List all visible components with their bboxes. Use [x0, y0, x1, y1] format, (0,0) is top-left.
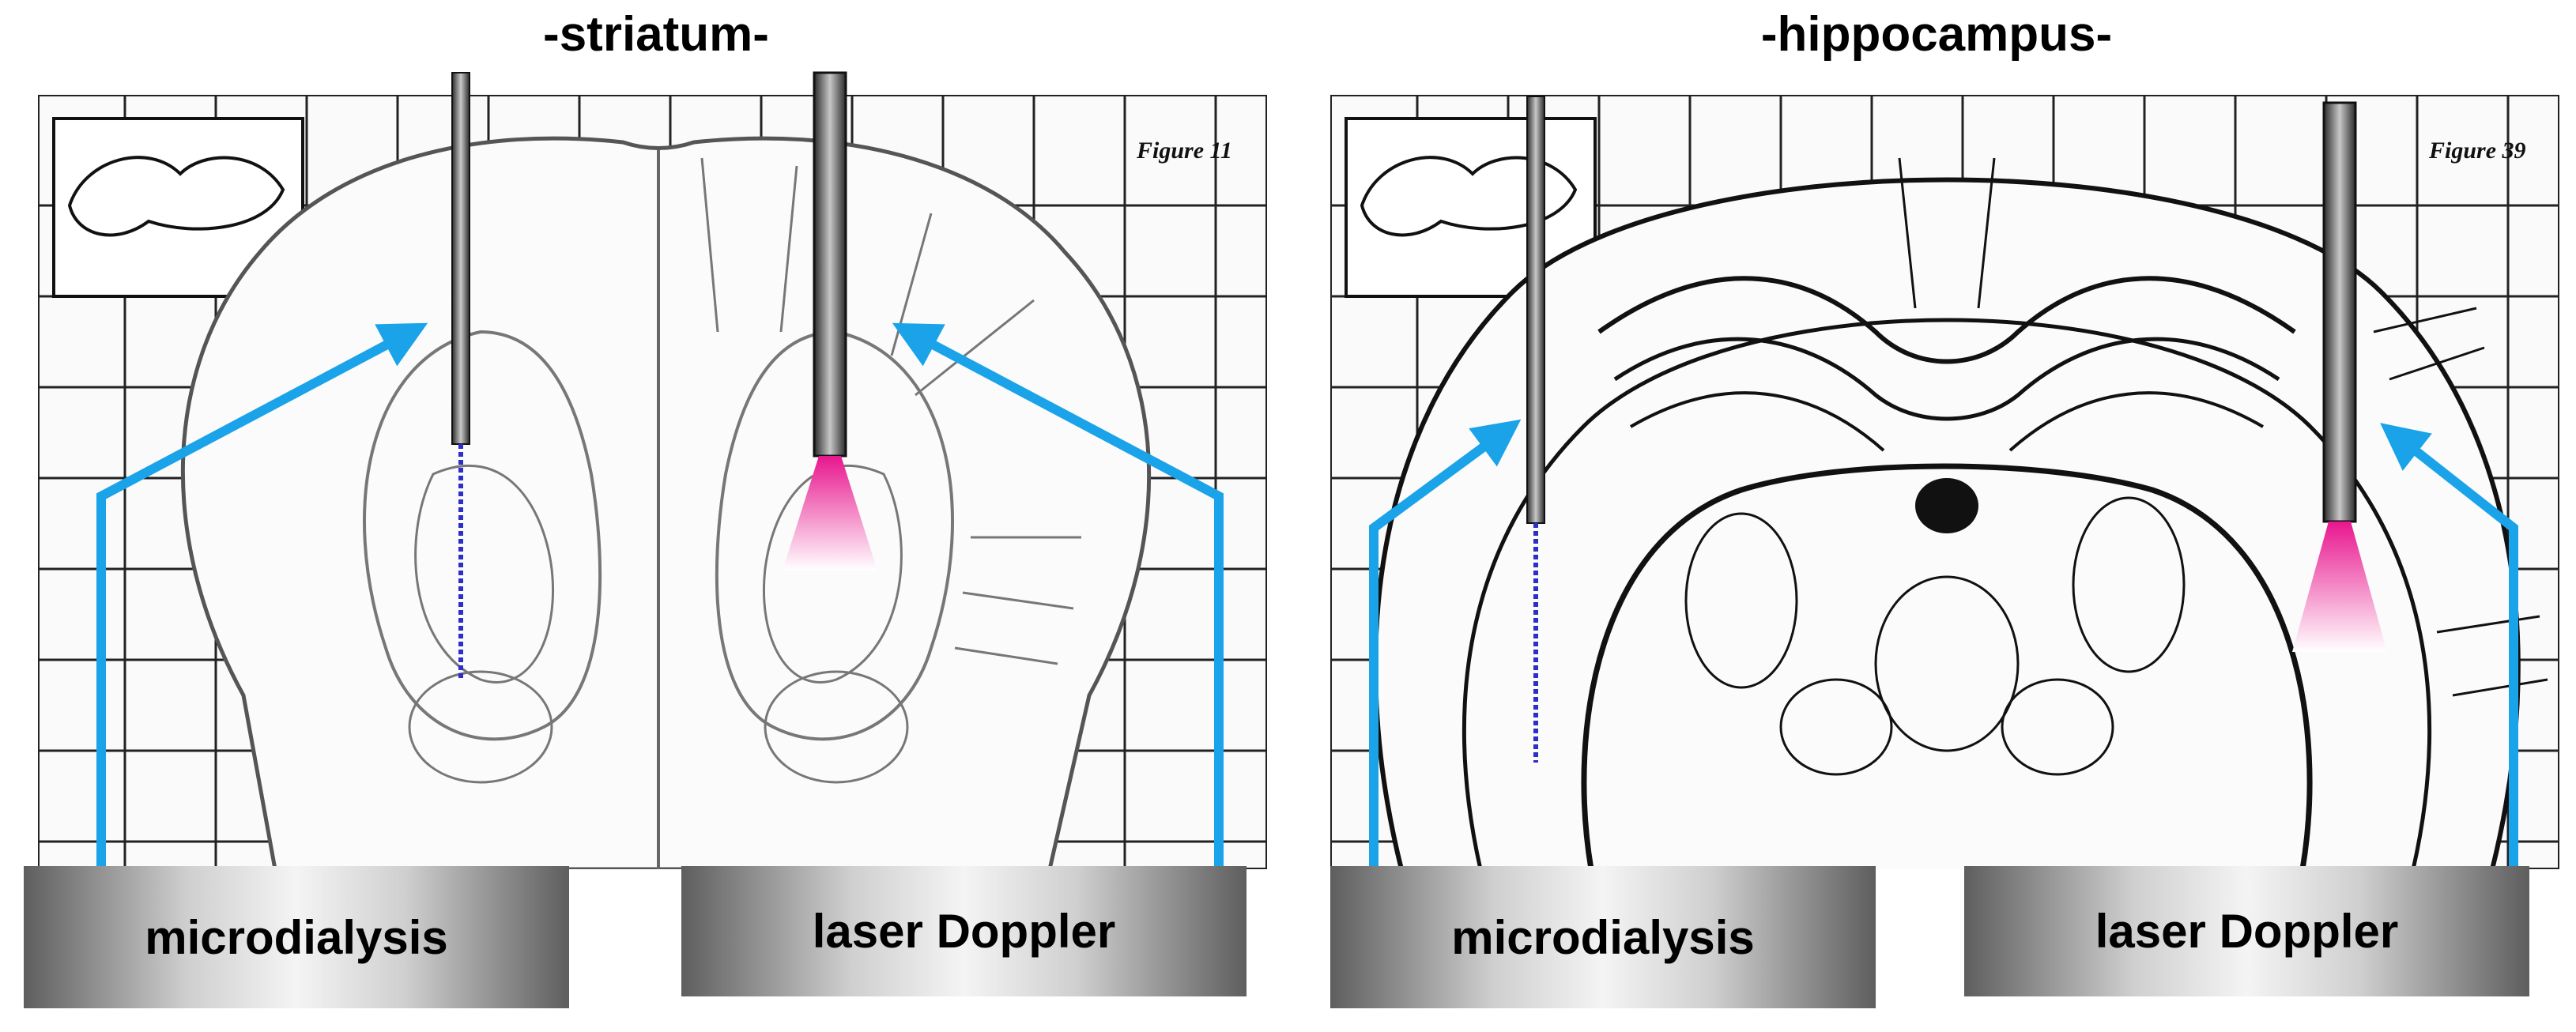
- hippocampus-laser-arrow: [2380, 423, 2518, 868]
- striatum-laser-doppler-label: laser Doppler: [681, 866, 1247, 996]
- hippocampus-microdialysis-arrow: [1369, 419, 1522, 868]
- hippocampus-microdialysis-probe: [1526, 96, 1545, 763]
- striatum-atlas: Figure 11: [38, 95, 1267, 869]
- striatum-title: -striatum-: [543, 7, 769, 62]
- striatum-microdialysis-label: microdialysis: [24, 866, 569, 1008]
- hippocampus-title: -hippocampus-: [1760, 7, 2113, 62]
- striatum-microdialysis-probe: [451, 72, 470, 680]
- hippocampus-microdialysis-label: microdialysis: [1330, 866, 1876, 1008]
- striatum-laser-arrow: [892, 322, 1224, 868]
- hippocampus-laser-doppler-label: laser Doppler: [1964, 866, 2529, 996]
- striatum-microdialysis-arrow: [96, 322, 428, 868]
- striatum-laser-probe: [783, 71, 877, 571]
- hippocampus-figure-label: Figure 39: [2428, 137, 2526, 164]
- striatum-figure-label: Figure 11: [1136, 137, 1232, 164]
- hippocampus-laser-probe: [2292, 101, 2387, 652]
